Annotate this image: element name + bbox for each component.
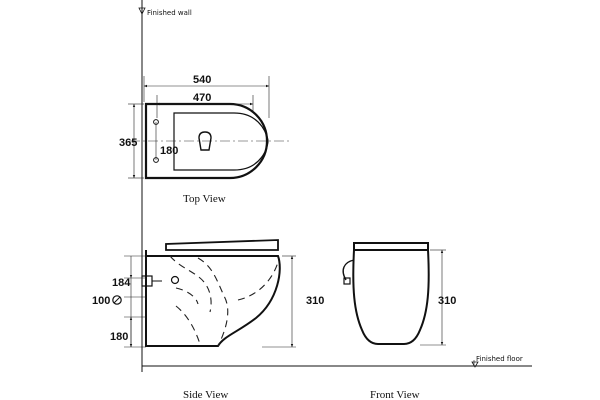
top-view-title: Top View xyxy=(183,193,226,205)
dim-310-side: 310 xyxy=(306,295,324,307)
dim-180-holes: 180 xyxy=(160,145,178,157)
top-view-inner-outline xyxy=(173,112,269,171)
side-view-seat xyxy=(165,239,279,251)
front-dimension-lines xyxy=(420,249,446,346)
finished-floor-label: Finished floor xyxy=(476,355,523,363)
top-view-outline xyxy=(144,102,269,180)
trapway-outer xyxy=(197,257,229,347)
trapway-inner xyxy=(175,287,199,305)
dim-184: 184 xyxy=(112,277,131,289)
finished-wall-label: Finished wall xyxy=(147,9,192,17)
dim-365: 365 xyxy=(119,137,137,149)
rim-dash xyxy=(237,261,279,301)
side-view-body xyxy=(145,255,281,347)
side-view xyxy=(141,239,281,347)
dim-540: 540 xyxy=(193,74,211,86)
side-view-title: Side View xyxy=(183,389,228,400)
front-view xyxy=(342,242,430,345)
top-dimension-lines xyxy=(128,76,270,179)
dim-180-floor: 180 xyxy=(110,331,128,343)
front-view-seat xyxy=(353,242,429,251)
dim-470: 470 xyxy=(193,92,211,104)
outlet-symbol-side xyxy=(112,295,122,305)
front-view-title: Front View xyxy=(370,389,420,400)
dim-100: 100 xyxy=(92,295,110,307)
top-view xyxy=(130,102,290,180)
front-view-body xyxy=(352,249,430,345)
inlet-hole xyxy=(170,275,180,285)
trapway-bottom xyxy=(175,305,201,345)
side-dimension-lines xyxy=(124,255,296,348)
finished-wall-line xyxy=(138,0,146,372)
outlet-symbol xyxy=(198,131,212,151)
dim-310-front: 310 xyxy=(438,295,456,307)
finished-floor-line xyxy=(142,360,532,368)
trapway-upper xyxy=(169,255,212,313)
